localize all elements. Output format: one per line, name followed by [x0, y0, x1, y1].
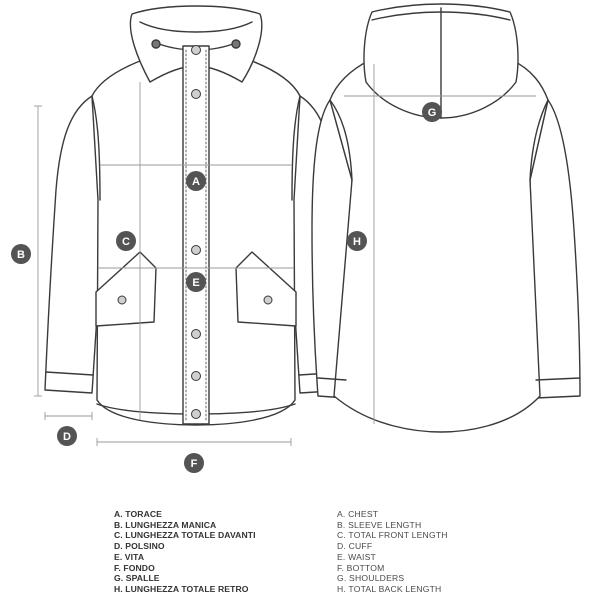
badge-h-label: H [353, 236, 361, 248]
snap [191, 409, 201, 419]
legend-item: A. CHEST [337, 509, 379, 519]
badge-c: C [116, 231, 136, 251]
legend-item: A. TORACE [114, 509, 163, 519]
badge-g: G [422, 102, 442, 122]
back-right-sleeve [529, 99, 581, 399]
snap [263, 295, 273, 305]
front-left-sleeve [44, 95, 101, 394]
front-hood-toggle-right [231, 39, 241, 49]
badge-h: H [347, 231, 367, 251]
back-view [311, 3, 581, 433]
legend-italian: A. TORACE B. LUNGHEZZA MANICA C. LUNGHEZ… [114, 509, 256, 595]
snap [191, 245, 201, 255]
front-right-raglan-seam [291, 95, 301, 201]
front-hood-toggle-left [151, 39, 161, 49]
legend-item: D. CUFF [337, 541, 373, 552]
legend-item: B. SLEEVE LENGTH [337, 519, 422, 530]
badge-d-label: D [63, 431, 71, 443]
front-right-pocket-flap [235, 251, 297, 327]
snap [191, 45, 201, 55]
badge-f: F [184, 453, 204, 473]
badge-f-label: F [191, 458, 198, 470]
legend-item: H. TOTAL BACK LENGTH [337, 583, 442, 594]
measurement-lines [34, 64, 536, 446]
front-hood-inner [139, 21, 253, 33]
back-right-raglan-seam [529, 99, 549, 181]
front-left-pocket-flap [95, 251, 157, 327]
legend-item: D. POLSINO [114, 541, 165, 552]
badge-e: E [186, 272, 206, 292]
snap [191, 329, 201, 339]
back-body [329, 59, 549, 433]
legend-item: E. VITA [114, 551, 145, 562]
front-view [44, 5, 348, 426]
front-left-cuff-seam [45, 371, 94, 376]
snap [117, 295, 127, 305]
badge-b-label: B [17, 249, 25, 261]
badge-c-label: C [122, 236, 130, 248]
badge-e-label: E [192, 277, 199, 289]
badge-d: D [57, 426, 77, 446]
front-placket [182, 45, 210, 425]
legend-item: G. SPALLE [114, 573, 160, 584]
legend-item: C. LUNGHEZZA TOTALE DAVANTI [114, 530, 256, 541]
badge-g-label: G [428, 107, 437, 119]
front-snaps [117, 45, 273, 419]
snap [191, 89, 201, 99]
legend-item: F. BOTTOM [337, 562, 385, 573]
legend-item: C. TOTAL FRONT LENGTH [337, 530, 448, 541]
back-right-cuff-seam [535, 377, 581, 381]
front-left-raglan-seam [91, 95, 101, 201]
legend-english: A. CHEST B. SLEEVE LENGTH C. TOTAL FRONT… [337, 509, 448, 595]
snap [191, 371, 201, 381]
back-left-raglan-seam [329, 99, 353, 181]
legend-item: G. SHOULDERS [337, 573, 405, 584]
legend-item: B. LUNGHEZZA MANICA [114, 519, 217, 530]
badge-b: B [11, 244, 31, 264]
legend-item: E. WAIST [337, 551, 377, 562]
badge-a-label: A [192, 176, 200, 188]
legend-item: H. LUNGHEZZA TOTALE RETRO [114, 583, 249, 594]
back-left-cuff-seam [317, 377, 347, 381]
badge-a: A [186, 171, 206, 191]
back-hood-edge [371, 11, 511, 21]
legend-item: F. FONDO [114, 562, 155, 573]
